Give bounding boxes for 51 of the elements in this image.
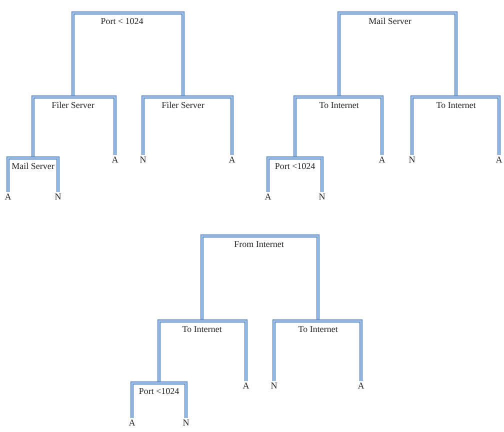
branch-line [73, 95, 117, 155]
branch-line [410, 95, 456, 155]
branch-line [259, 234, 320, 321]
branch-line [318, 319, 363, 381]
decision-label: Port < 1024 [100, 18, 144, 24]
leaf-label: A [242, 382, 250, 388]
branch-line [6, 156, 33, 192]
branch-line [33, 156, 60, 192]
branch-line [141, 95, 183, 155]
branch-line [31, 95, 73, 158]
leaf-label: A [496, 156, 502, 162]
leaf-label: N [271, 382, 278, 388]
decision-label: Mail Server [12, 162, 54, 170]
branch-line [202, 319, 248, 381]
leaf-label: A [128, 420, 136, 426]
branch-line [183, 95, 234, 155]
leaf-label: N [319, 194, 326, 200]
branch-line [71, 11, 122, 97]
branch-line [456, 95, 501, 155]
leaf-label: A [4, 194, 12, 200]
decision-label: To Internet [319, 102, 359, 108]
leaf-label: N [140, 156, 146, 162]
decision-label: To Internet [182, 326, 222, 332]
leaf-label: A [378, 156, 386, 162]
decision-label: Filer Server [162, 102, 204, 108]
branch-line [157, 319, 202, 383]
leaf-label: N [183, 420, 190, 426]
decision-label: Mail Server [368, 18, 412, 24]
branch-line [130, 381, 159, 418]
branch-line [122, 11, 185, 97]
leaf-label: A [358, 382, 364, 388]
leaf-label: A [228, 156, 236, 162]
branch-line [266, 156, 295, 192]
leaf-label: N [409, 156, 416, 162]
branch-line [337, 11, 390, 97]
branch-line [339, 95, 384, 155]
branch-line [272, 319, 318, 381]
decision-label: Port <1024 [275, 163, 316, 170]
decision-label: Filer Server [52, 102, 94, 108]
branch-line [390, 11, 458, 97]
branch-line [293, 95, 339, 158]
leaf-label: A [112, 156, 118, 162]
decision-label: To Internet [298, 326, 338, 332]
leaf-label: A [264, 194, 272, 200]
branch-line [295, 156, 324, 192]
leaf-label: N [55, 194, 62, 200]
branch-line [159, 381, 188, 418]
decision-label: From Internet [234, 241, 284, 248]
decision-label: To Internet [436, 102, 476, 108]
decision-label: Port <1024 [139, 388, 180, 394]
branch-line [200, 234, 259, 321]
